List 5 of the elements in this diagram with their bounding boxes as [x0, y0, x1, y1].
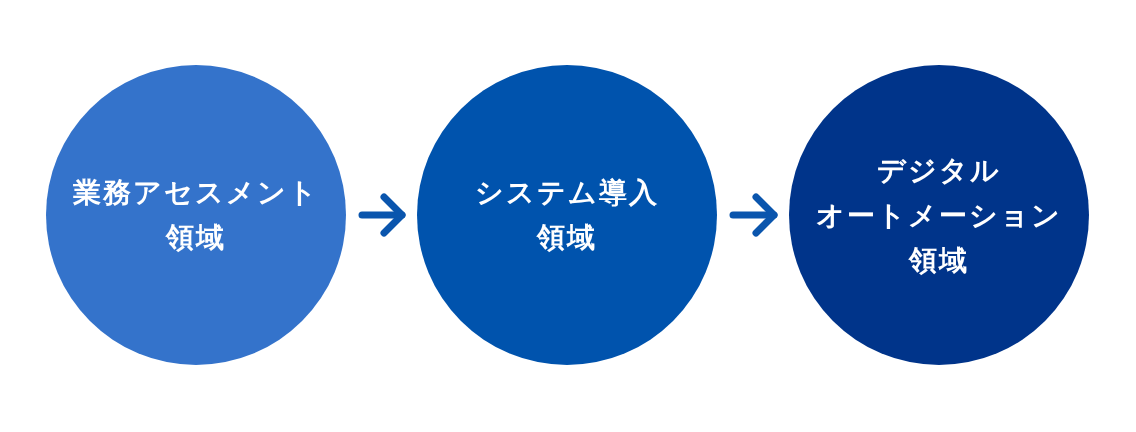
node-label: システム導入領域	[475, 175, 659, 256]
arrow	[729, 193, 778, 237]
node-label: デジタルオートメーション領域	[816, 152, 1062, 279]
node-label: 業務アセスメント領域	[73, 175, 319, 256]
arrow	[358, 193, 406, 237]
